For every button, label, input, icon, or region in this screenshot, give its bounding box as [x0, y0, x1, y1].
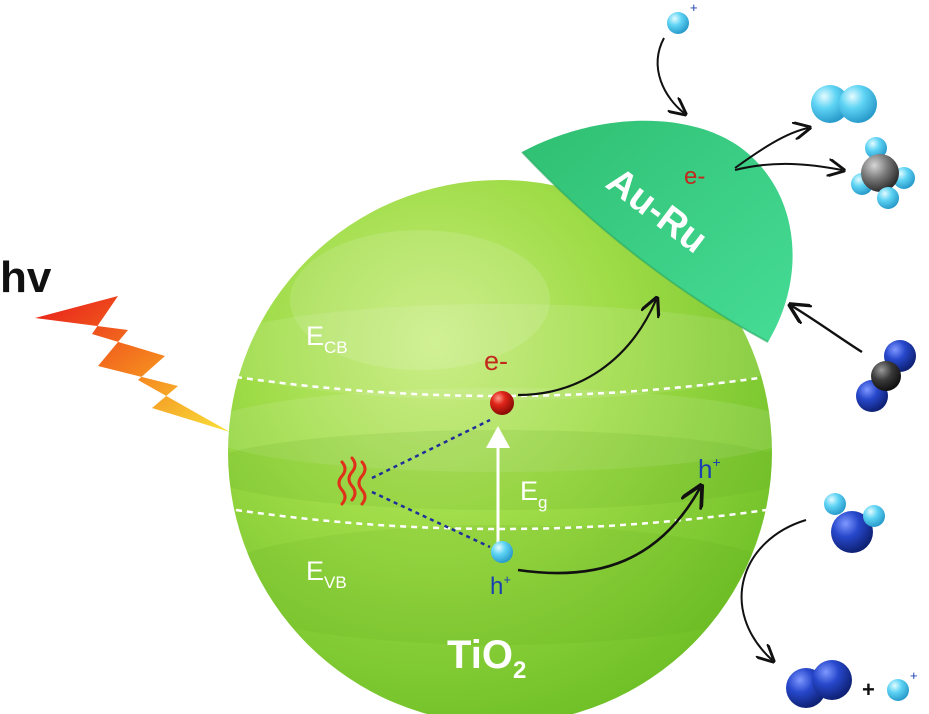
conduction-band-label: ECB — [306, 321, 348, 357]
heat-to-electron-line — [371, 418, 491, 480]
hole-particle — [491, 541, 513, 563]
band-gap-label: Eg — [520, 476, 547, 512]
ammonia-molecule-icon — [851, 137, 915, 209]
cocatalyst-electron-label: e- — [684, 163, 705, 190]
valence-band-label: EVB — [306, 556, 347, 592]
electron-transfer-arrow — [517, 300, 656, 397]
water-molecule-icon — [824, 493, 885, 553]
light-label: hv — [0, 253, 52, 302]
support-label: TiO2 — [447, 633, 526, 684]
valence-band-line — [235, 508, 767, 531]
proton-icon — [887, 679, 909, 701]
reactant-arrow — [792, 306, 863, 354]
oxygen-molecule-icon — [786, 660, 852, 708]
heat-icon — [337, 456, 367, 506]
au-ru-cocatalyst — [521, 120, 793, 343]
nitrogen-molecule-icon — [856, 340, 916, 412]
hole-label-right: h+ — [698, 454, 721, 484]
proton-charge: + — [690, 0, 698, 15]
electron-label: e- — [484, 346, 508, 376]
oxidation-arrow — [740, 519, 807, 660]
product-arrow-ammonia — [734, 164, 842, 170]
proton-arrow — [656, 37, 684, 113]
band-gap-arrow — [486, 426, 510, 548]
hole-transfer-arrow — [517, 488, 700, 575]
plus-sign: + — [862, 677, 875, 702]
lightning-icon — [35, 296, 230, 432]
product-arrow-hydrogen — [734, 128, 808, 169]
hole-label-bottom: h+ — [490, 572, 511, 600]
hydrogen-molecule-icon — [811, 85, 877, 123]
proton-icon — [667, 12, 689, 34]
electron-particle — [490, 391, 514, 415]
heat-to-hole-line — [371, 490, 491, 549]
proton-charge-bottom: + — [910, 668, 918, 683]
